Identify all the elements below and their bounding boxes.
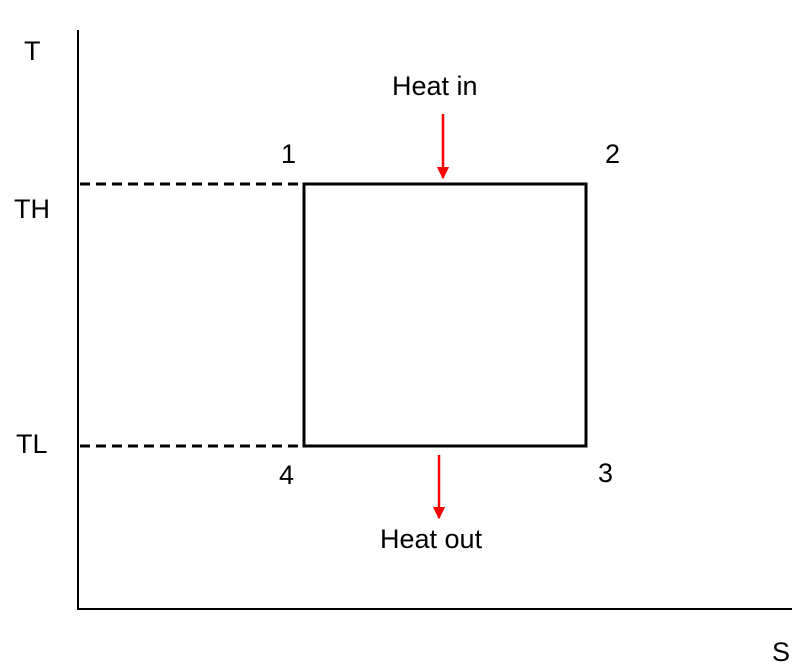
state-3-label: 3 [598,458,613,488]
tl-label: TL [16,429,48,459]
th-label: TH [14,194,50,224]
heat-out-label: Heat out [380,524,483,554]
state-1-label: 1 [281,139,296,169]
heat-in-label: Heat in [392,71,478,101]
state-4-label: 4 [279,460,294,490]
x-axis-label: S [772,637,790,667]
carnot-cycle-rectangle [302,182,588,448]
state-2-label: 2 [605,139,620,169]
y-axis-label: T [24,36,41,66]
